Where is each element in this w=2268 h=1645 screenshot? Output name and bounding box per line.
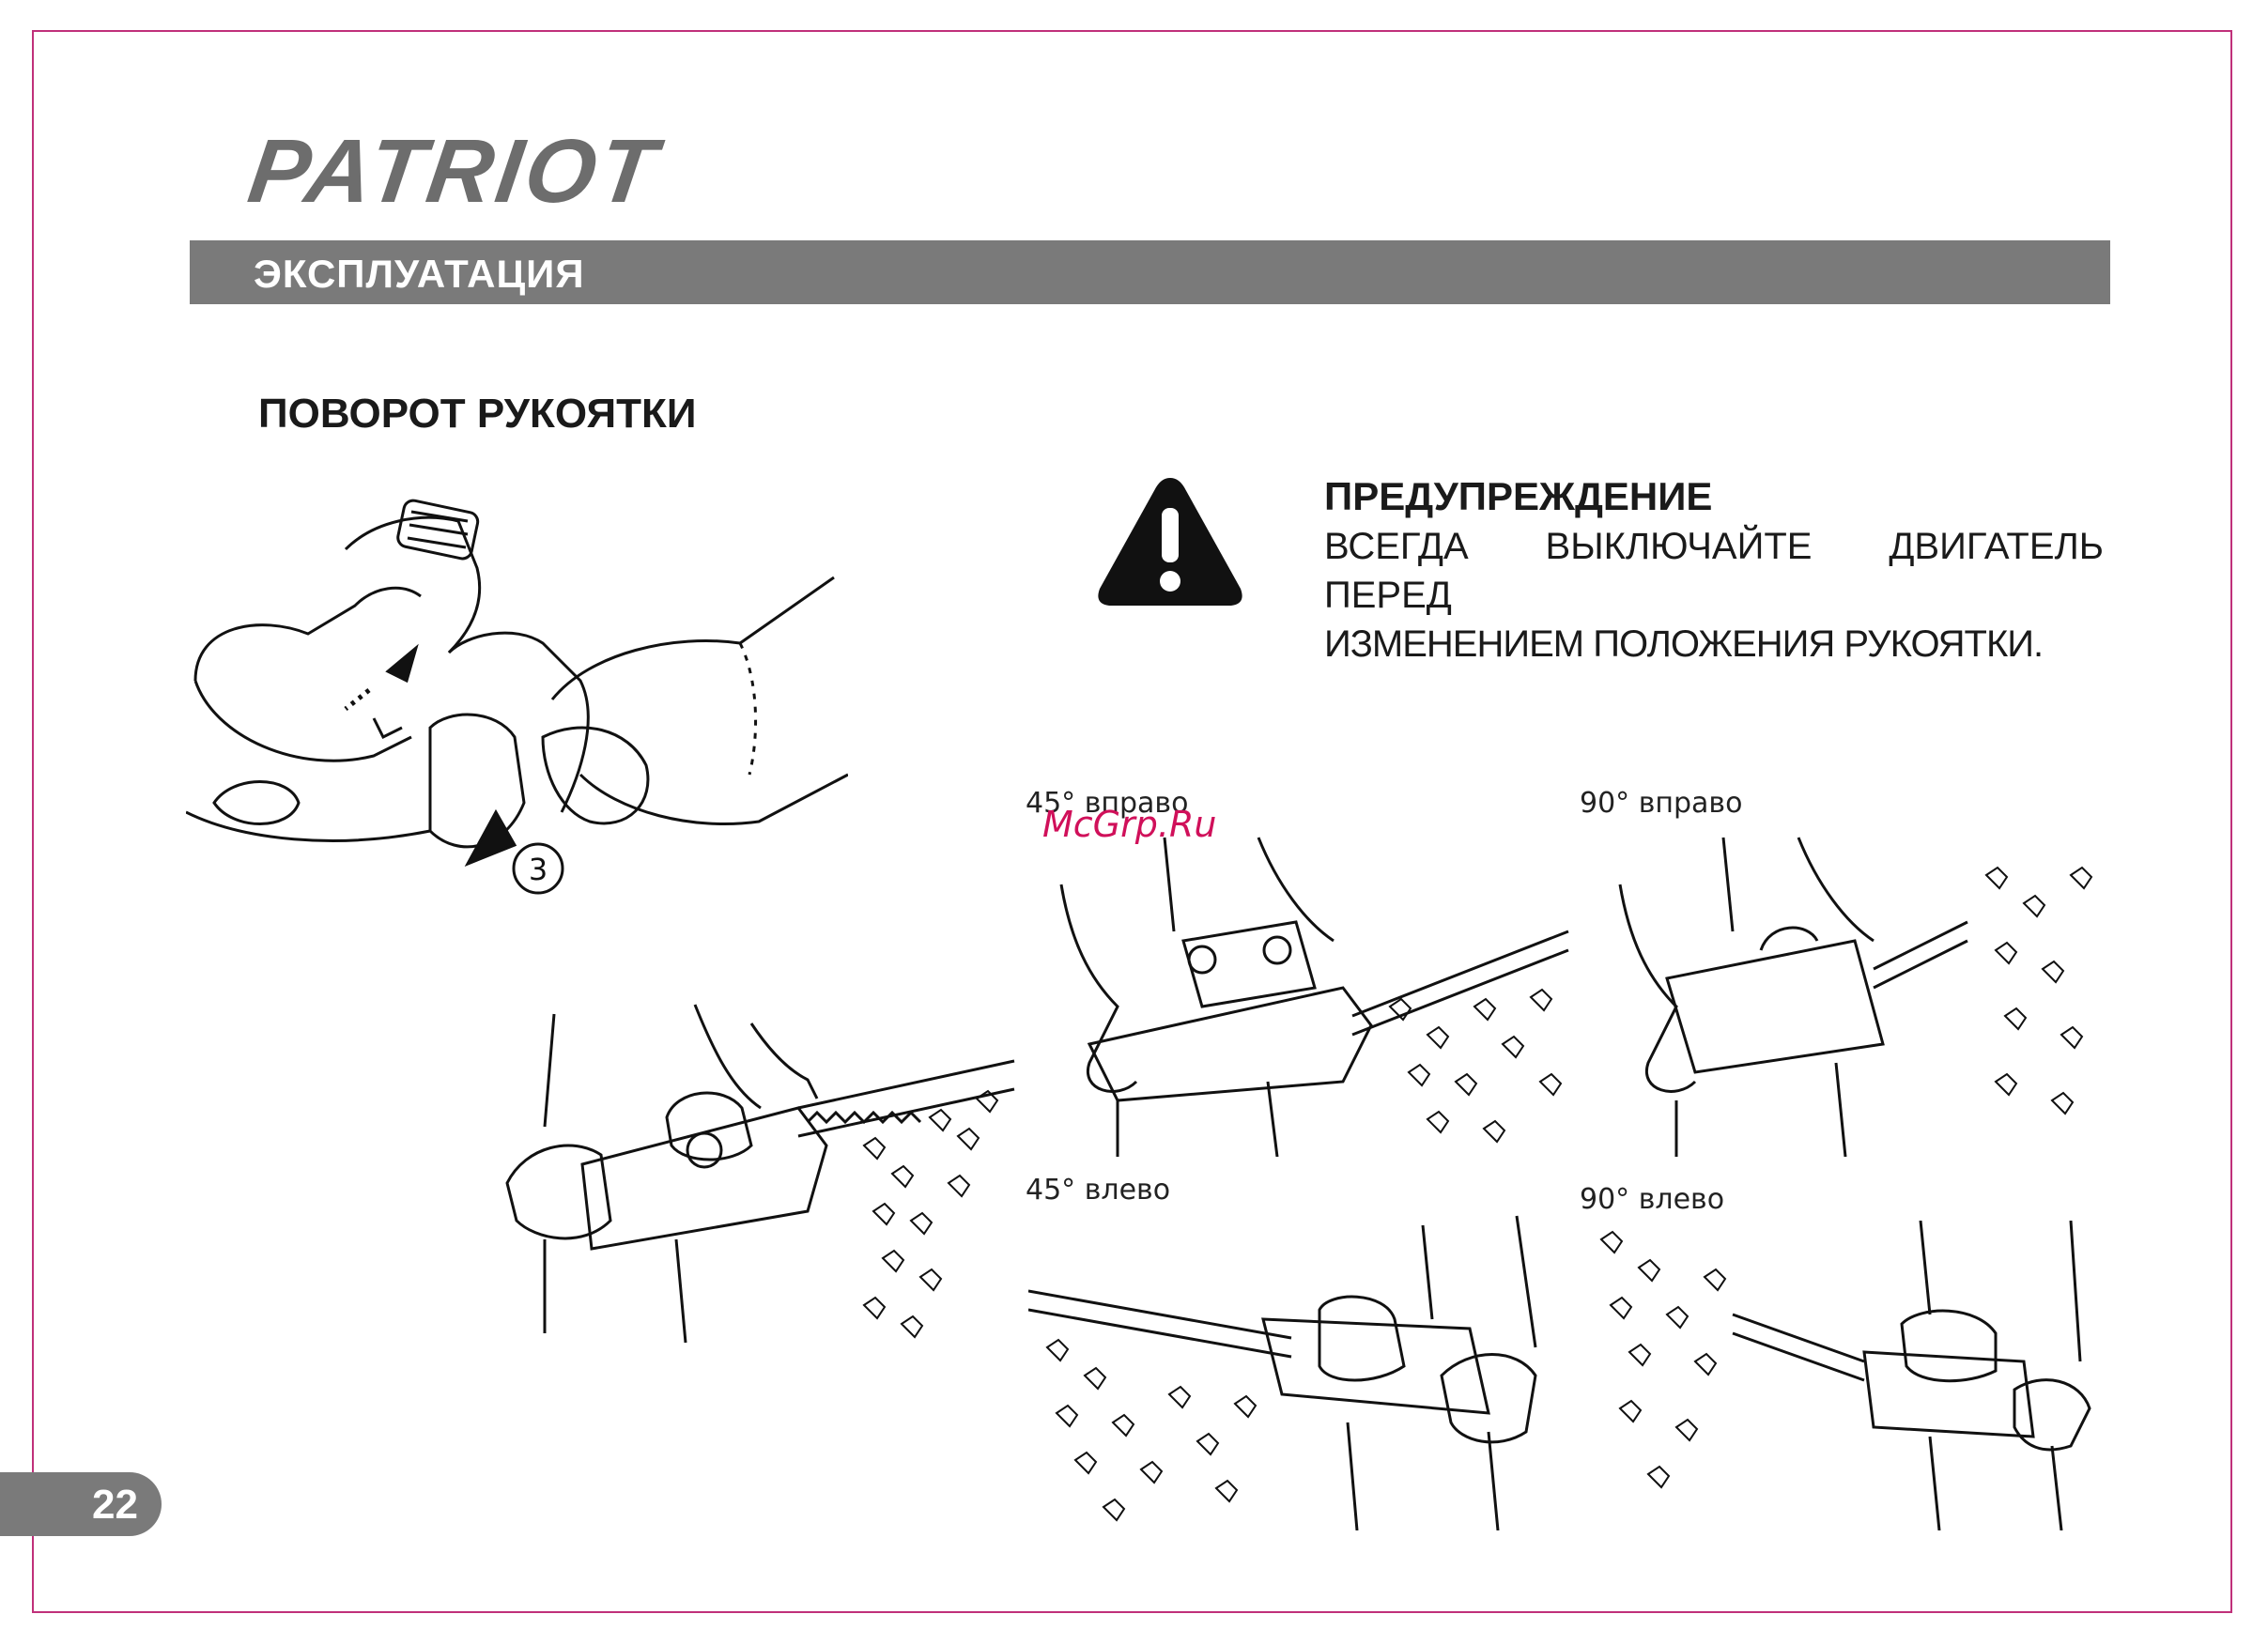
hedge-trimmer-90-left: [1582, 1221, 2108, 1530]
brand-logo: PATRIOT: [242, 120, 666, 223]
hedge-trimmer-45-left: [1028, 1207, 1573, 1530]
label-90-left: 90° влево: [1580, 1183, 1724, 1216]
hand-handle-illustration: 3: [186, 493, 848, 939]
section-title: ЭКСПЛУАТАЦИЯ: [254, 252, 585, 297]
watermark: McGrp.Ru: [1042, 804, 1216, 845]
hedge-trimmer-90-right: [1592, 819, 2108, 1157]
hedge-trimmer-illustration: [488, 995, 1024, 1352]
label-90-right: 90° вправо: [1580, 787, 1742, 820]
label-45-left: 45° влево: [1026, 1174, 1170, 1207]
warning-title: ПРЕДУПРЕЖДЕНИЕ: [1324, 474, 1712, 519]
page-subtitle: ПОВОРОТ РУКОЯТКИ: [258, 391, 696, 438]
warning-line-1: ВСЕГДА ВЫКЛЮЧАЙТЕ ДВИГАТЕЛЬ ПЕРЕД: [1324, 522, 2104, 620]
step-marker: 3: [529, 852, 548, 887]
hedge-trimmer-45-right: [1033, 819, 1573, 1157]
page-number: 22: [92, 1482, 138, 1529]
warning-text: ВСЕГДА ВЫКЛЮЧАЙТЕ ДВИГАТЕЛЬ ПЕРЕД ИЗМЕНЕ…: [1324, 522, 2104, 669]
warning-icon: [1094, 472, 1246, 611]
warning-line-2: ИЗМЕНЕНИЕМ ПОЛОЖЕНИЯ РУКОЯТКИ.: [1324, 620, 2104, 669]
